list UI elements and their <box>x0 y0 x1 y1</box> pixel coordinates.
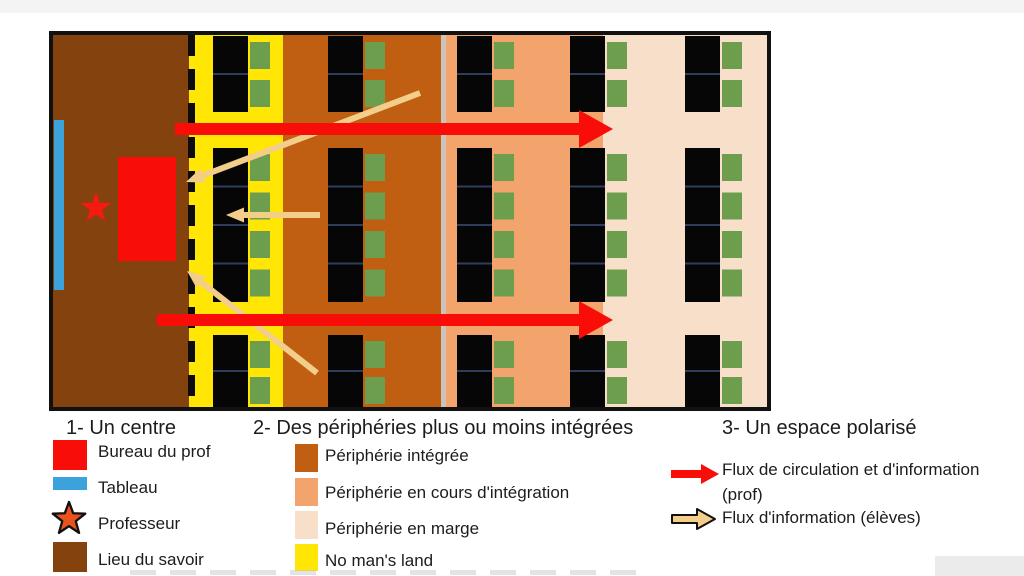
legend-label-tableau: Tableau <box>98 478 158 497</box>
professor-star-icon <box>50 500 88 543</box>
student-seat <box>494 231 514 258</box>
student-seat <box>365 192 385 220</box>
student-seat <box>607 192 627 220</box>
student-seat <box>494 269 514 297</box>
eleves-flux-arrow-icon <box>670 506 718 537</box>
eleves-flux-arrow-head <box>186 168 206 183</box>
legend-label-lieu-du-savoir: Lieu du savoir <box>98 550 204 569</box>
legend-label-flux-prof-line1: Flux de circulation et d'information <box>722 460 980 479</box>
prof-flux-arrow-icon <box>671 464 719 489</box>
legend-label-peripherie-en-cours: Périphérie en cours d'intégration <box>325 483 570 502</box>
student-seat <box>722 341 742 368</box>
student-seat <box>494 80 514 107</box>
student-seat <box>250 377 270 404</box>
student-seat <box>365 269 385 297</box>
student-seat <box>365 154 385 181</box>
legend-swatch-no-mans-land <box>295 544 318 571</box>
legend-label-bureau: Bureau du prof <box>98 442 211 461</box>
student-seat <box>365 80 385 107</box>
student-seat <box>607 341 627 368</box>
tableau-board <box>54 120 64 290</box>
student-seat <box>607 42 627 69</box>
student-seat <box>494 341 514 368</box>
teacher-desk <box>118 157 176 261</box>
legend-label-professeur: Professeur <box>98 514 181 533</box>
student-seat <box>494 154 514 181</box>
student-seat <box>494 377 514 404</box>
eleves-flux-arrow-head <box>226 207 244 223</box>
legend-swatch-peripherie-integree <box>295 444 318 472</box>
student-seat <box>250 231 270 258</box>
student-seat <box>722 231 742 258</box>
student-seat <box>722 80 742 107</box>
student-seat <box>250 341 270 368</box>
legend-label-flux-eleves: Flux d'information (élèves) <box>722 508 921 527</box>
prof-flux-arrow-head <box>579 110 613 148</box>
legend-label-flux-prof-line2: (prof) <box>722 485 763 504</box>
student-seat <box>365 377 385 404</box>
student-seat <box>250 80 270 107</box>
student-seat <box>722 154 742 181</box>
legend-label-peripherie-integree: Périphérie intégrée <box>325 446 469 465</box>
professor-star <box>80 192 112 221</box>
eleves-flux-arrow-body <box>199 279 319 376</box>
student-seat <box>365 341 385 368</box>
legend-swatch-tableau <box>53 477 87 490</box>
student-seat <box>365 231 385 258</box>
legend-label-peripherie-en-marge: Périphérie en marge <box>325 519 480 538</box>
legend-swatch-peripherie-en-marge <box>295 511 318 539</box>
bottom-right-gray-block <box>935 556 1024 576</box>
classroom-map-canvas <box>53 35 767 407</box>
cropped-text-remnant <box>130 570 646 575</box>
student-seat <box>722 42 742 69</box>
student-seat <box>250 154 270 181</box>
student-seat <box>607 154 627 181</box>
student-seat <box>722 377 742 404</box>
classroom-map <box>49 31 771 411</box>
student-seat <box>722 269 742 297</box>
legend-swatch-bureau <box>53 440 87 470</box>
student-seat <box>607 269 627 297</box>
student-seat <box>494 42 514 69</box>
student-seat <box>607 377 627 404</box>
student-seat <box>250 42 270 69</box>
legend-title-peripheries: 2- Des périphéries plus ou moins intégré… <box>253 417 634 439</box>
student-seat <box>494 192 514 220</box>
prof-flux-arrow-head <box>579 301 613 339</box>
student-seat <box>722 192 742 220</box>
legend-title-espace-polarise: 3- Un espace polarisé <box>722 417 917 439</box>
student-seat <box>607 80 627 107</box>
top-gray-band <box>0 0 1024 13</box>
eleves-flux-arrow-head <box>187 271 206 289</box>
legend-swatch-lieu-du-savoir <box>53 542 87 572</box>
student-seat <box>365 42 385 69</box>
legend-label-no-mans-land: No man's land <box>325 551 434 570</box>
student-seat <box>250 269 270 297</box>
zone-zone-divider <box>441 35 446 407</box>
legend-title-centre: 1- Un centre <box>66 417 177 439</box>
student-seat <box>607 231 627 258</box>
legend-swatch-peripherie-en-cours <box>295 478 318 506</box>
